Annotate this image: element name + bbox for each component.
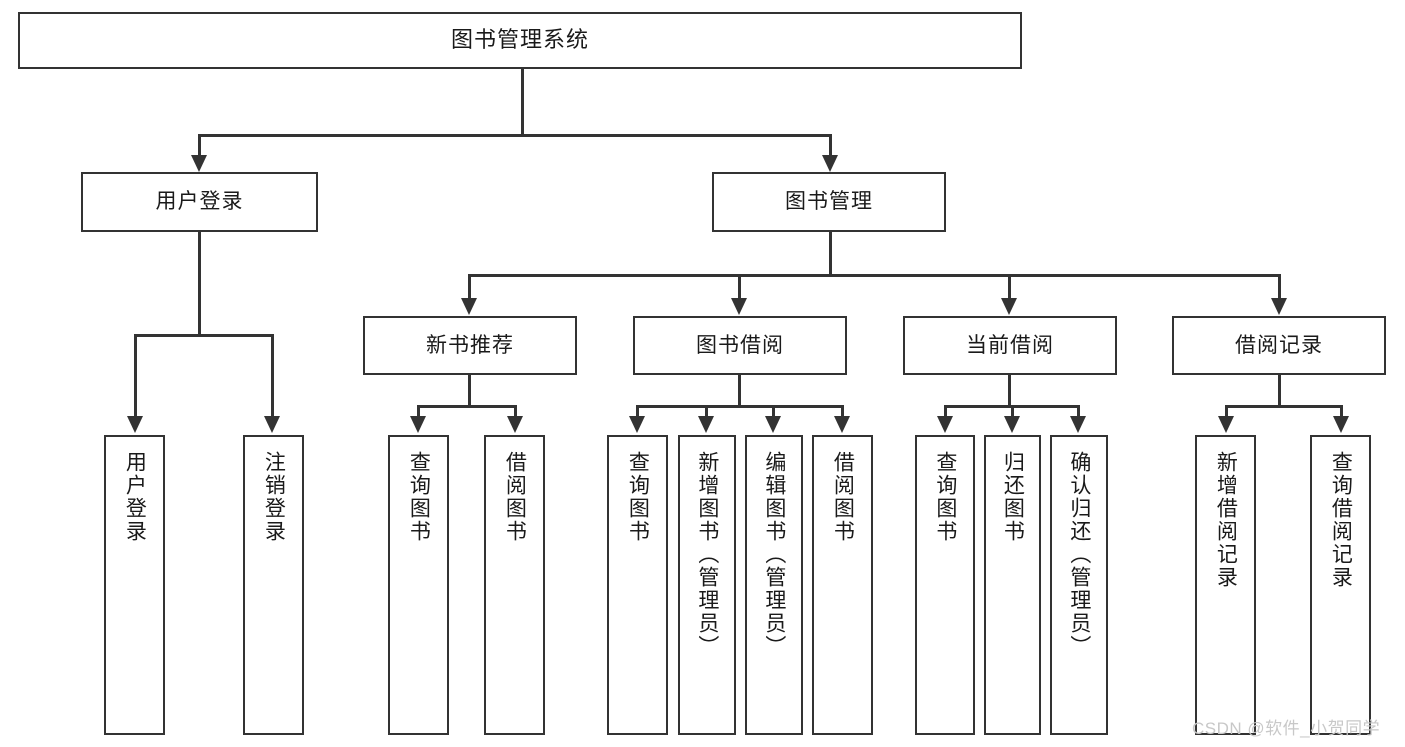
connector-book-stem (829, 232, 832, 276)
arrow-borrow-leaf-1 (629, 416, 645, 433)
node-label: 新书推荐 (426, 333, 514, 357)
leaf-user-login[interactable]: 用户登录 (104, 435, 165, 735)
leaf-label: 查询图书 (933, 451, 957, 543)
csdn-watermark: CSDN @软件_小贺同学 (1192, 719, 1381, 738)
connector-new-bus (417, 405, 517, 408)
arrow-root-to-book (822, 155, 838, 172)
arrow-borrow-leaf-4 (834, 416, 850, 433)
leaf-label: 归还图书 (1001, 451, 1025, 543)
connector-record-stem (1278, 375, 1281, 407)
connector-book-bus (468, 274, 1280, 277)
leaf-label: 查询图书 (407, 451, 431, 543)
connector-user-bus (134, 334, 273, 337)
leaf-user-logout[interactable]: 注销登录 (243, 435, 304, 735)
connector-root-bus (198, 134, 831, 137)
connector-book-to-current (1008, 274, 1011, 299)
leaf-label: 编辑图书（管理员） (762, 451, 786, 658)
connector-borrow-leaf-2 (705, 405, 708, 417)
arrow-user-leaf-2 (264, 416, 280, 433)
leaf-borrow-borrow-book[interactable]: 借阅图书 (812, 435, 873, 735)
connector-borrow-stem (738, 375, 741, 407)
leaf-label: 确认归还（管理员） (1067, 451, 1091, 658)
connector-book-to-borrow (738, 274, 741, 299)
connector-record-leaf-2 (1340, 405, 1343, 417)
leaf-label: 新增图书（管理员） (695, 451, 719, 658)
node-label: 图书管理系统 (450, 27, 589, 53)
connector-record-bus (1225, 405, 1343, 408)
leaf-label: 借阅图书 (503, 451, 527, 543)
connector-root-to-user (198, 134, 201, 156)
arrow-book-to-record (1271, 298, 1287, 315)
connector-borrow-leaf-3 (772, 405, 775, 417)
node-book-borrow[interactable]: 图书借阅 (633, 316, 847, 375)
node-user-login[interactable]: 用户登录 (81, 172, 318, 232)
leaf-current-query-book[interactable]: 查询图书 (915, 435, 975, 735)
connector-record-leaf-1 (1225, 405, 1228, 417)
arrow-user-leaf-1 (127, 416, 143, 433)
node-label: 当前借阅 (966, 333, 1054, 357)
leaf-borrow-add-book-admin[interactable]: 新增图书（管理员） (678, 435, 736, 735)
arrow-borrow-leaf-2 (698, 416, 714, 433)
node-label: 图书借阅 (696, 333, 784, 357)
node-label: 借阅记录 (1235, 333, 1323, 357)
node-current-borrow[interactable]: 当前借阅 (903, 316, 1117, 375)
arrow-book-to-current (1001, 298, 1017, 315)
leaf-borrow-query-book[interactable]: 查询图书 (607, 435, 668, 735)
arrow-book-to-new (461, 298, 477, 315)
connector-current-leaf-1 (944, 405, 947, 417)
node-borrow-record[interactable]: 借阅记录 (1172, 316, 1386, 375)
node-root-system[interactable]: 图书管理系统 (18, 12, 1022, 69)
leaf-current-return-book[interactable]: 归还图书 (984, 435, 1041, 735)
node-label: 用户登录 (155, 190, 244, 214)
arrow-book-to-borrow (731, 298, 747, 315)
arrow-current-leaf-3 (1070, 416, 1086, 433)
leaf-label: 注销登录 (262, 451, 286, 543)
node-book-management[interactable]: 图书管理 (712, 172, 946, 232)
arrow-new-leaf-2 (507, 416, 523, 433)
connector-borrow-leaf-1 (636, 405, 639, 417)
arrow-new-leaf-1 (410, 416, 426, 433)
arrow-borrow-leaf-3 (765, 416, 781, 433)
connector-book-to-record (1278, 274, 1281, 299)
leaf-label: 查询借阅记录 (1329, 451, 1353, 589)
leaf-label: 查询图书 (626, 451, 650, 543)
connector-borrow-bus (636, 405, 843, 408)
leaf-borrow-edit-book-admin[interactable]: 编辑图书（管理员） (745, 435, 803, 735)
connector-root-to-book (829, 134, 832, 156)
leaf-label: 新增借阅记录 (1214, 451, 1238, 589)
connector-book-to-new (468, 274, 471, 299)
connector-current-leaf-3 (1077, 405, 1080, 417)
connector-current-stem (1008, 375, 1011, 407)
node-label: 图书管理 (785, 190, 873, 214)
leaf-record-add-borrow-record[interactable]: 新增借阅记录 (1195, 435, 1256, 735)
leaf-record-query-borrow-record[interactable]: 查询借阅记录 (1310, 435, 1371, 735)
connector-user-leaf-2 (271, 334, 274, 416)
leaf-new-query-book[interactable]: 查询图书 (388, 435, 449, 735)
arrow-current-leaf-1 (937, 416, 953, 433)
connector-new-leaf-1 (417, 405, 420, 417)
arrow-current-leaf-2 (1004, 416, 1020, 433)
arrow-root-to-user (191, 155, 207, 172)
connector-user-stem (198, 232, 201, 336)
arrow-record-leaf-2 (1333, 416, 1349, 433)
connector-root-stem (521, 69, 524, 135)
connector-user-leaf-1 (134, 334, 137, 416)
node-new-book-recommend[interactable]: 新书推荐 (363, 316, 577, 375)
arrow-record-leaf-1 (1218, 416, 1234, 433)
leaf-new-borrow-book[interactable]: 借阅图书 (484, 435, 545, 735)
connector-borrow-leaf-4 (841, 405, 844, 417)
connector-current-leaf-2 (1011, 405, 1014, 417)
leaf-label: 借阅图书 (831, 451, 855, 543)
connector-new-stem (468, 375, 471, 407)
connector-new-leaf-2 (514, 405, 517, 417)
leaf-current-confirm-return-admin[interactable]: 确认归还（管理员） (1050, 435, 1108, 735)
leaf-label: 用户登录 (123, 451, 147, 543)
